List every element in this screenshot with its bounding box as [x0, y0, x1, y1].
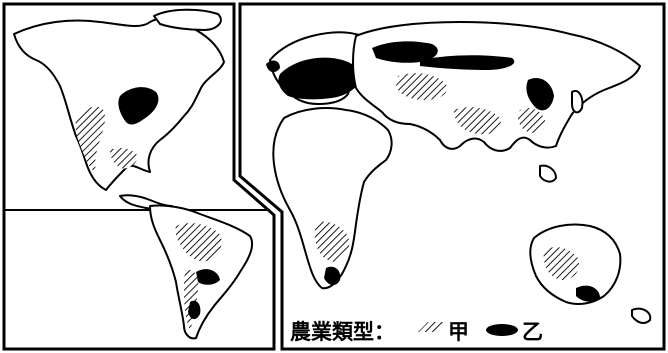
legend: 農業類型： 甲 乙: [290, 320, 543, 344]
africa: [272, 107, 393, 290]
left-panel-frame: [2, 2, 276, 351]
legend-title: 農業類型：: [290, 320, 395, 344]
legend-item-jia: 甲: [418, 320, 469, 344]
legend-label-yi: 乙: [522, 320, 543, 344]
south-america: [149, 204, 254, 340]
legend-hatch-swatch: [418, 322, 446, 332]
europe: [266, 31, 369, 105]
north-america: [13, 8, 225, 211]
australia: [529, 223, 652, 324]
legend-solid-swatch: [486, 324, 518, 336]
right-panel-frame: [238, 2, 666, 351]
legend-label-jia: 甲: [448, 320, 469, 344]
asia: [352, 21, 641, 183]
legend-item-yi: 乙: [486, 320, 543, 344]
